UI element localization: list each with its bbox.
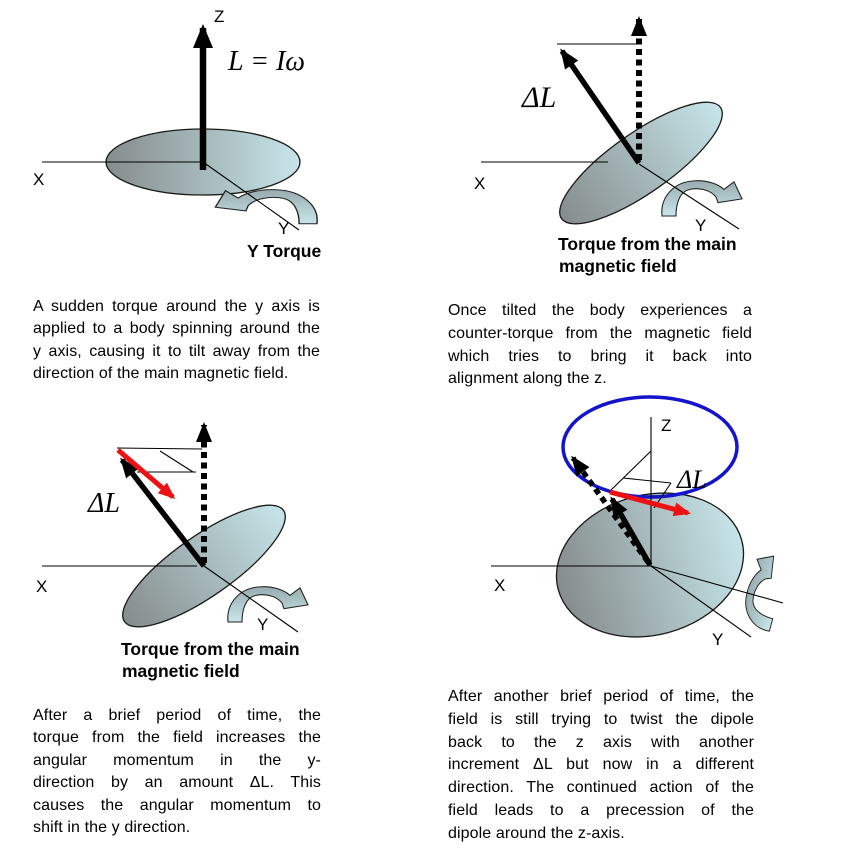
caption-line: back to the z axis with another [448,733,754,751]
caption-top-right: Once tilted the body experiences a counte… [448,300,752,391]
construction-line [159,450,194,473]
caption-line: Once tilted the body experiences a [448,302,752,319]
torque-increment-red-arrow [609,489,691,517]
caption-line: torque from the field increases the [33,729,321,747]
caption-line: shift in the y direction. [33,819,191,837]
caption-line: A sudden torque around the y axis is [33,298,320,315]
panel-top-right: ΔL X Y Torque from the main magnetic fie… [474,16,743,276]
caption-line: direction of the main magnetic field. [33,365,289,383]
spin-curved-arrow [738,551,789,632]
delta-l-label: ΔL [87,488,120,519]
z-axis-label: Z [661,416,671,435]
panel-top-left: Z L = Iω X Y Y Torque [33,7,321,261]
y-axis-line [650,565,784,604]
delta-l-label: ΔL [521,81,556,114]
caption-line: which tries to bring it back into [448,347,752,365]
torque-increment-red-arrow [116,448,176,499]
caption-line: field leads to a precession of the [448,801,754,819]
tilted-momentum-arrow [559,48,642,165]
x-axis-label: X [474,174,485,193]
caption-line: alignment along the z. [448,370,607,388]
y-axis-label: Y [278,219,289,238]
caption-line: causes the angular momentum to [33,796,321,814]
caption-line: angular momentum in the y- [33,751,321,769]
z-axis-label: Z [214,7,224,26]
caption-line: field is still trying to twist the dipol… [448,710,754,728]
y-axis-label: Y [257,615,268,634]
torque-label-line2: magnetic field [122,661,240,681]
tilted-momentum-arrow [119,457,207,568]
caption-line: applied to a body spinning around the [33,320,320,338]
caption-line: After another brief period of time, the [448,688,754,705]
construction-line [622,477,672,484]
x-axis-label: X [36,577,47,596]
caption-line: dipole around the z-axis. [448,824,625,842]
caption-top-left: A sudden torque around the y axis is appl… [33,296,320,386]
caption-bottom-right: After another brief period of time, the f… [448,686,754,846]
y-axis-line [638,163,740,230]
angular-momentum-equation: L = Iω [227,46,305,77]
caption-line: counter-torque from the magnetic field [448,324,752,342]
caption-bottom-left: After a brief period of time, the torque … [33,705,321,839]
panel-bottom-right: Z ΔL X Y [491,395,789,649]
y-torque-label: Y Torque [247,241,321,261]
y-axis-line [203,565,299,633]
delta-l-label: ΔL [676,465,707,494]
torque-label-line1: Torque from the main [558,234,737,254]
caption-line: direction by an amount ΔL. This [33,774,321,792]
caption-line: increment ΔL but now in a different [448,756,754,774]
torque-label-line1: Torque from the main [121,639,300,659]
caption-line: After a brief period of time, the [33,707,321,724]
construction-line [609,450,652,492]
construction-line [116,447,203,450]
y-axis-label: Y [712,630,723,649]
panel-bottom-left: ΔL X Y Torque from the main magnetic fie… [36,422,309,681]
y-axis-label: Y [695,216,706,235]
tilted-momentum-arrow [609,496,653,567]
y-axis-line [202,161,300,231]
y-axis-line-2 [650,565,752,638]
caption-line: direction. The continued action of the [448,779,754,797]
x-axis-label: X [494,576,505,595]
torque-label-line2: magnetic field [559,256,677,276]
precession-circle [561,395,739,499]
x-axis-label: X [33,170,44,189]
caption-line: y axis, causing it to tilt away from the [33,342,320,360]
